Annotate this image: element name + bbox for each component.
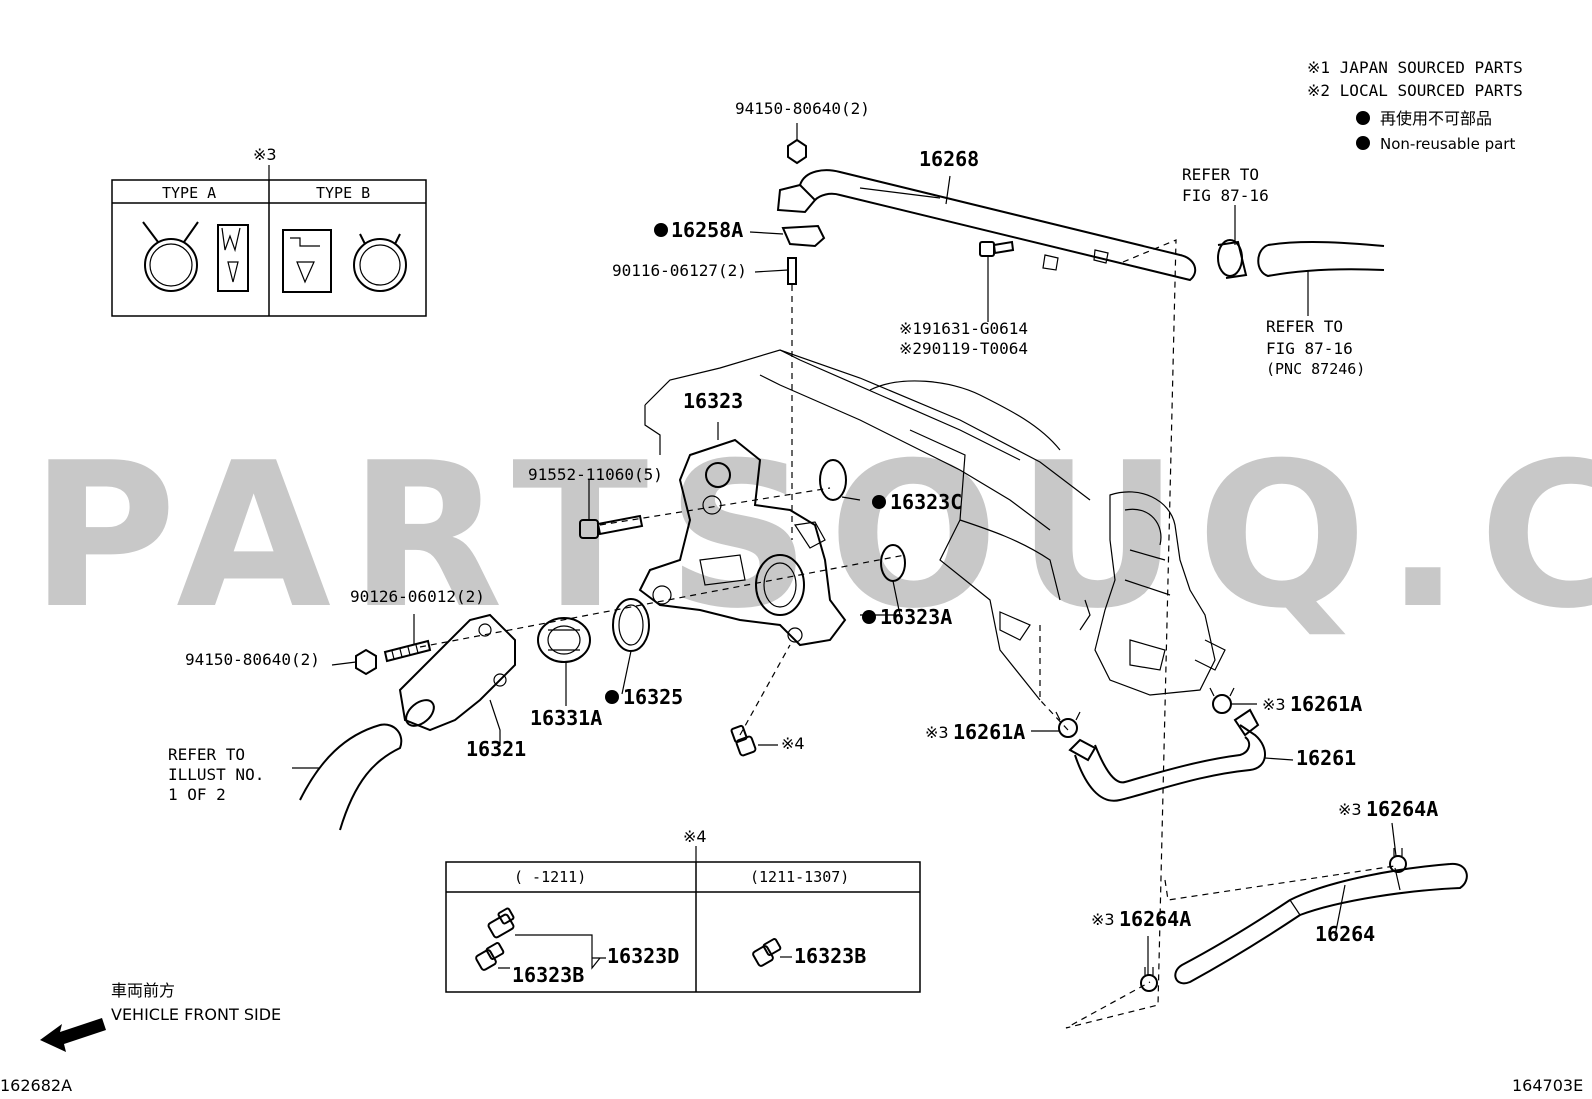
label-91552: 91552-11060(5) [528, 465, 663, 484]
diagram-code-left: 162682A [0, 1076, 72, 1095]
nut-94150-left [355, 648, 377, 676]
label-16261: 16261 [1296, 746, 1356, 770]
label-191631: ※191631-G0614 [899, 319, 1028, 338]
label-16331a: 16331A [530, 706, 602, 730]
non-reusable-dot-icon [862, 610, 876, 624]
plug-part-16323b-left: 16323B [512, 963, 584, 987]
label-16264a-top: 16264A [1366, 797, 1438, 821]
drain-plug [730, 724, 757, 757]
label-16258a: 16258A [671, 218, 743, 242]
leader-lines [292, 123, 1397, 975]
label-90116: 90116-06127(2) [612, 261, 747, 280]
front-arrow-icon [40, 1018, 106, 1052]
legend: ※1 JAPAN SOURCED PARTS ※2 LOCAL SOURCED … [1307, 58, 1523, 153]
label-16321: 16321 [466, 737, 526, 761]
label-16264a-top-note: ※3 [1338, 800, 1362, 819]
label-16323c: 16323C [890, 490, 962, 514]
radiator-hose-left [299, 723, 403, 831]
type-b-label: TYPE B [316, 184, 370, 202]
label-refer-right-3: (PNC 87246) [1266, 360, 1365, 378]
non-reusable-dot-icon [1356, 136, 1370, 150]
label-16261a-left: 16261A [953, 720, 1025, 744]
clamp-type-b-icon [282, 229, 407, 293]
vehicle-front-en: VEHICLE FRONT SIDE [111, 1005, 281, 1024]
plug-col-header-1: ( -1211) [514, 868, 586, 886]
non-reusable-dot-icon [1356, 111, 1370, 125]
clamp-16261a-left [1055, 711, 1081, 738]
label-16264: 16264 [1315, 922, 1375, 946]
vehicle-front-jp: 車両前方 [111, 981, 175, 1000]
label-16323a: 16323A [880, 605, 952, 629]
plug-part-16323b-right: 16323B [794, 944, 866, 968]
label-290119: ※290119-T0064 [899, 339, 1028, 358]
label-16264a-bottom: 16264A [1119, 907, 1191, 931]
plug-16323d-icon [487, 907, 515, 939]
type-a-label: TYPE A [162, 184, 216, 202]
non-reusable-dot-icon [872, 495, 886, 509]
label-refer-top-2: FIG 87-16 [1182, 186, 1269, 205]
assembly-dashed-lines [419, 239, 1396, 1029]
clamp-box-note: ※3 [253, 145, 277, 164]
label-refer-right-2: FIG 87-16 [1266, 339, 1353, 358]
label-note4: ※4 [781, 734, 805, 753]
stud-90116 [787, 257, 797, 285]
clamp-type-box: ※3 TYPE A TYPE B [111, 145, 427, 317]
label-refer-illust-2: ILLUST NO. [168, 765, 264, 784]
label-16323: 16323 [683, 389, 743, 413]
label-16261a-right: 16261A [1290, 692, 1362, 716]
gasket-16258a [781, 224, 826, 248]
water-inlet-16321 [398, 613, 516, 732]
label-refer-right-1: REFER TO [1266, 317, 1343, 336]
label-refer-top-1: REFER TO [1182, 165, 1259, 184]
hose-16261 [1068, 708, 1266, 802]
o-ring-16323c [819, 459, 847, 501]
clamp-type-a-icon [142, 221, 249, 292]
clamp-16264a-top [1389, 848, 1407, 873]
non-reusable-dot-icon [605, 690, 619, 704]
legend-non-reusable-jp: 再使用不可部品 [1380, 109, 1492, 128]
clamp-16264a-bottom [1140, 967, 1158, 992]
label-16261a-right-note: ※3 [1262, 695, 1286, 714]
label-refer-illust-1: REFER TO [168, 745, 245, 764]
diagram-code-right: 164703E [1512, 1076, 1583, 1095]
bolt-191631 [979, 240, 1015, 257]
label-94150-left: 94150-80640(2) [185, 650, 320, 669]
pipe-16268 [776, 169, 1385, 282]
plug-16323b-left-icon [475, 942, 505, 971]
label-16264a-bottom-note: ※3 [1091, 910, 1115, 929]
plug-part-16323d: 16323D [607, 944, 679, 968]
non-reusable-dot-icon [654, 223, 668, 237]
water-outlet-housing-16323 [638, 438, 847, 647]
thermostat-16331a [537, 617, 591, 663]
plug-box-note: ※4 [683, 827, 707, 846]
label-90126: 90126-06012(2) [350, 587, 485, 606]
label-refer-illust-3: 1 OF 2 [168, 785, 226, 804]
label-94150-top: 94150-80640(2) [735, 99, 870, 118]
label-16261a-left-note: ※3 [925, 723, 949, 742]
legend-non-reusable-en: Non-reusable part [1380, 135, 1515, 153]
legend-japan-sourced: ※1 JAPAN SOURCED PARTS [1307, 58, 1523, 77]
plug-col-header-2: (1211-1307) [750, 868, 849, 886]
clamp-16261a-right [1209, 687, 1235, 714]
nut-94150-top [787, 138, 807, 165]
plug-16323b-right-icon [752, 938, 782, 967]
label-16268: 16268 [919, 147, 979, 171]
label-16325: 16325 [623, 685, 683, 709]
watermark: PARTSOUQ.COM [30, 420, 1592, 653]
engine-block-outline [644, 349, 1226, 701]
plug-variant-box: ※4 ( -1211) (1211-1307) 16323D 16323B 16… [445, 827, 921, 993]
legend-local-sourced: ※2 LOCAL SOURCED PARTS [1307, 81, 1523, 100]
